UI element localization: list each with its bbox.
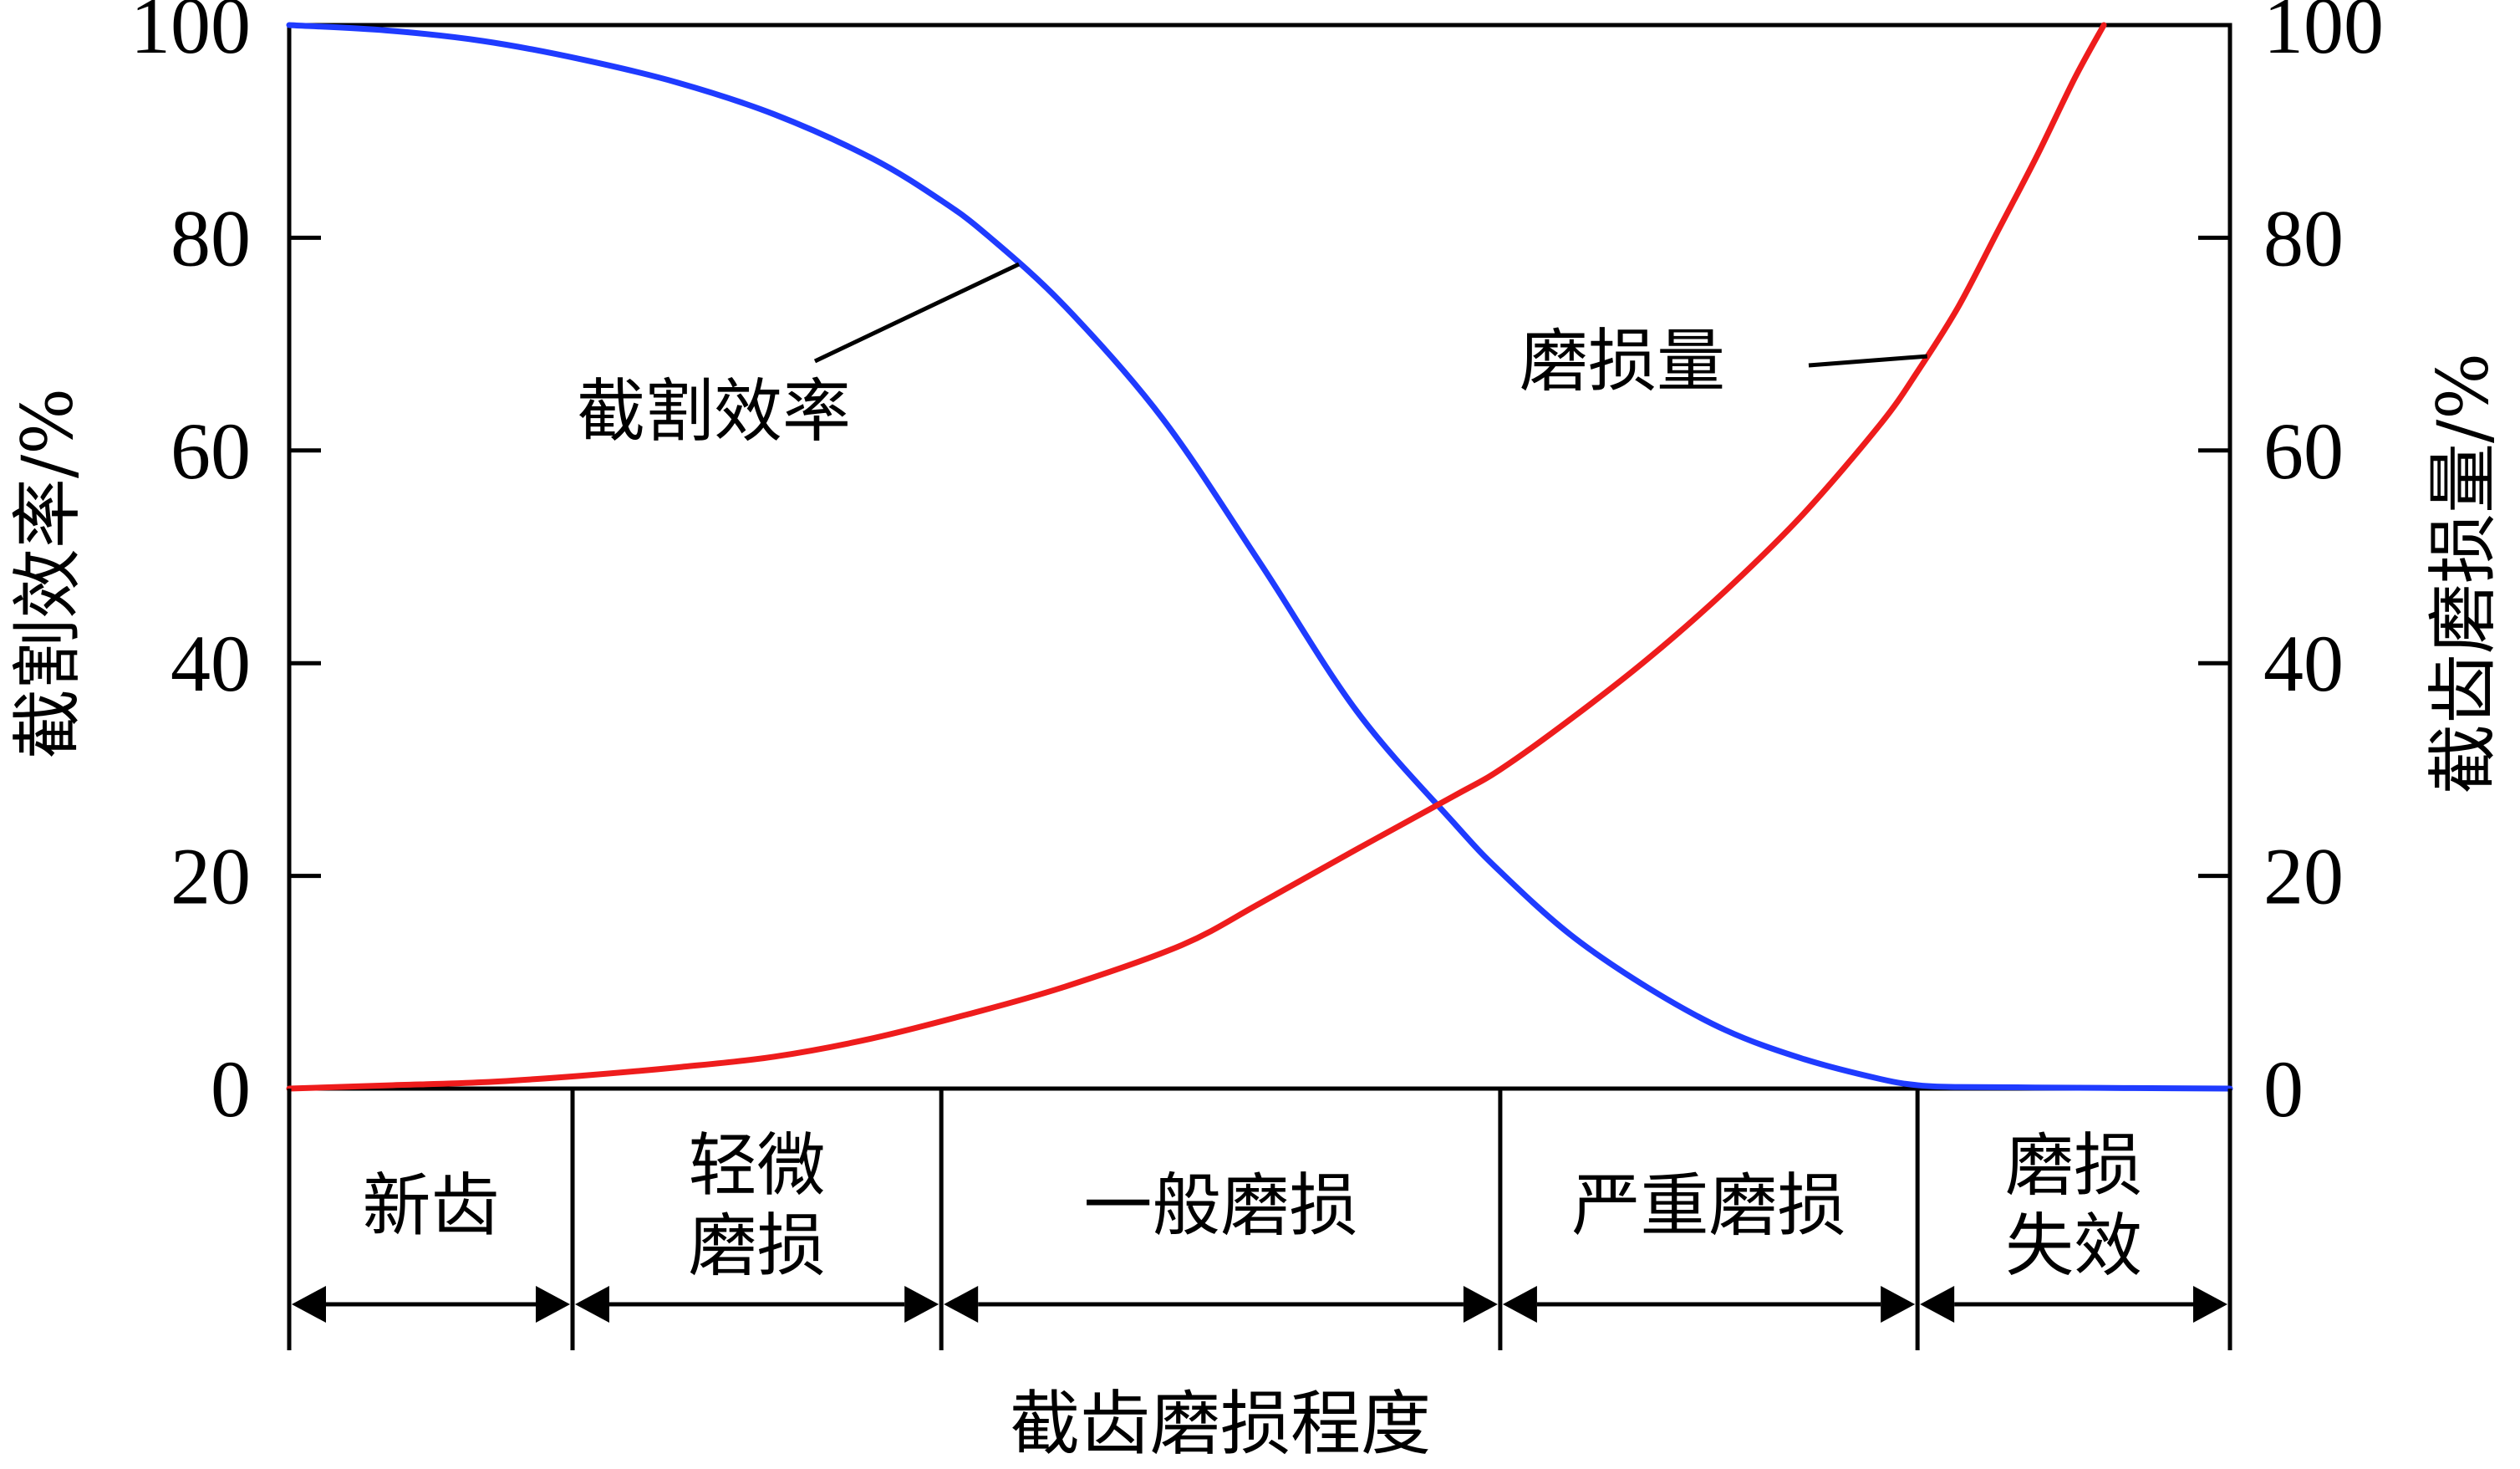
stage-arrow-left-head: [1502, 1286, 1537, 1323]
stage-label: 磨损: [689, 1206, 826, 1286]
left-tick-label: 40: [171, 619, 251, 708]
stage-label: 严重磨损: [1572, 1166, 1846, 1246]
stage-arrow-right-head: [904, 1286, 939, 1323]
y-axis-left-title: 截割效率/%: [7, 388, 89, 759]
annotation-label: 磨损量: [1520, 322, 1725, 401]
stage-label: 轻微: [689, 1126, 826, 1206]
stage-label: 磨损: [2005, 1126, 2142, 1206]
right-tick-label: 80: [2263, 193, 2344, 283]
right-tick-label: 60: [2263, 406, 2344, 496]
stage-arrow-left-head: [944, 1286, 979, 1323]
stage-label: 新齿: [362, 1166, 499, 1246]
stage-arrow-right-head: [2193, 1286, 2227, 1323]
y-axis-right-title: 截齿磨损量/%: [2422, 353, 2504, 794]
wear-stage-band: 新齿轻微磨损一般磨损严重磨损磨损失效: [287, 1089, 2232, 1350]
axes: 0 20 40 60 80 100 0 20 40 60 80 100 截割效率/% 截齿磨损量/%: [7, 0, 2504, 1134]
series-layer: [286, 22, 2233, 1092]
right-tick-label: 100: [2263, 0, 2384, 70]
x-axis-title: 截齿磨损程度: [1010, 1383, 1431, 1465]
right-tick-label: 40: [2263, 619, 2344, 708]
plot-frame: [287, 23, 2232, 1091]
stage-label: 失效: [2005, 1206, 2142, 1286]
annotation-leader-line: [1808, 354, 1927, 368]
cutting-efficiency-line: [286, 22, 2233, 1092]
left-tick-label: 60: [171, 406, 251, 496]
right-tick-label: 20: [2263, 832, 2344, 921]
left-tick-label: 20: [171, 832, 251, 921]
wear-amount-line: [286, 22, 2107, 1092]
left-tick-label: 80: [171, 193, 251, 283]
stage-arrow-right-head: [536, 1286, 571, 1323]
annotation-label: 截割效率: [577, 372, 851, 451]
stage-arrow-right-head: [1463, 1286, 1498, 1323]
left-tick-label: 100: [130, 0, 251, 70]
annotation-leader-line: [813, 262, 1021, 364]
right-tick-label: 0: [2263, 1044, 2304, 1134]
left-tick-label: 0: [211, 1044, 251, 1134]
stage-arrow-right-head: [1881, 1286, 1916, 1323]
stage-arrow-left-head: [575, 1286, 610, 1323]
stage-arrow-left-head: [292, 1286, 326, 1323]
stage-label: 一般磨损: [1084, 1166, 1358, 1246]
annotations: 截割效率 磨损量: [577, 262, 1927, 451]
stage-arrow-left-head: [1920, 1286, 1955, 1323]
